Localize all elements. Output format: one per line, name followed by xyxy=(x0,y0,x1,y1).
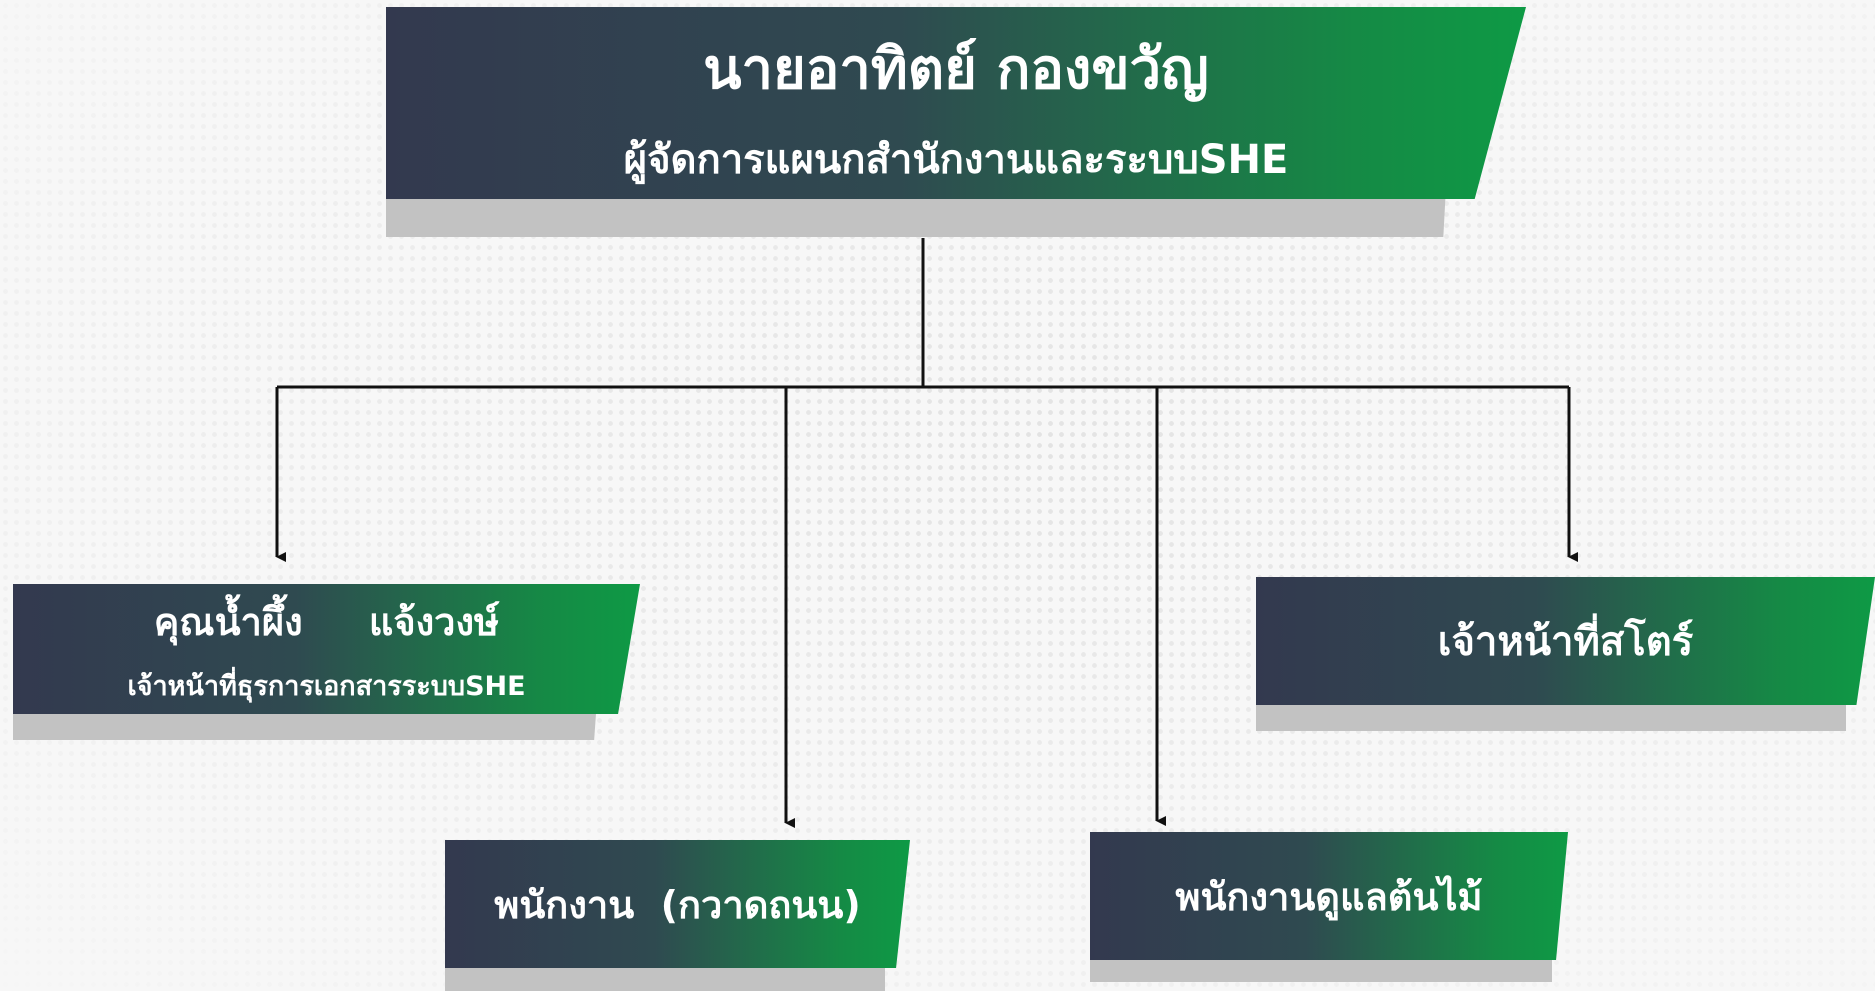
sweeper-box-face: พนักงาน (กวาดถนน) xyxy=(445,840,910,968)
gardener-box-face: พนักงานดูแลต้นไม้ xyxy=(1090,832,1568,960)
staff-box-document-officer: คุณน้ำผึ้ง แจ้งวงษ์ เจ้าหน้าที่ธุรการเอก… xyxy=(13,584,640,740)
manager-role: ผู้จัดการแผนกสำนักงานและระบบSHE xyxy=(623,136,1289,183)
manager-box: นายอาทิตย์ กองขวัญ ผู้จัดการแผนกสำนักงาน… xyxy=(386,7,1526,237)
staff-box-sweeper: พนักงาน (กวาดถนน) xyxy=(445,840,910,991)
store-officer-box-face: เจ้าหน้าที่สโตร์ xyxy=(1256,577,1875,705)
manager-box-face: นายอาทิตย์ กองขวัญ ผู้จัดการแผนกสำนักงาน… xyxy=(386,7,1526,199)
document-officer-name: คุณน้ำผึ้ง แจ้งวงษ์ xyxy=(153,600,500,644)
gardener-label: พนักงานดูแลต้นไม้ xyxy=(1175,874,1483,919)
sweeper-label: พนักงาน (กวาดถนน) xyxy=(494,882,861,927)
store-officer-label: เจ้าหน้าที่สโตร์ xyxy=(1437,619,1694,665)
document-officer-box-face: คุณน้ำผึ้ง แจ้งวงษ์ เจ้าหน้าที่ธุรการเอก… xyxy=(13,584,640,714)
staff-box-store-officer: เจ้าหน้าที่สโตร์ xyxy=(1256,577,1875,731)
staff-box-gardener: พนักงานดูแลต้นไม้ xyxy=(1090,832,1568,982)
document-officer-role: เจ้าหน้าที่ธุรการเอกสารระบบSHE xyxy=(127,671,526,702)
manager-name: นายอาทิตย์ กองขวัญ xyxy=(703,36,1209,102)
